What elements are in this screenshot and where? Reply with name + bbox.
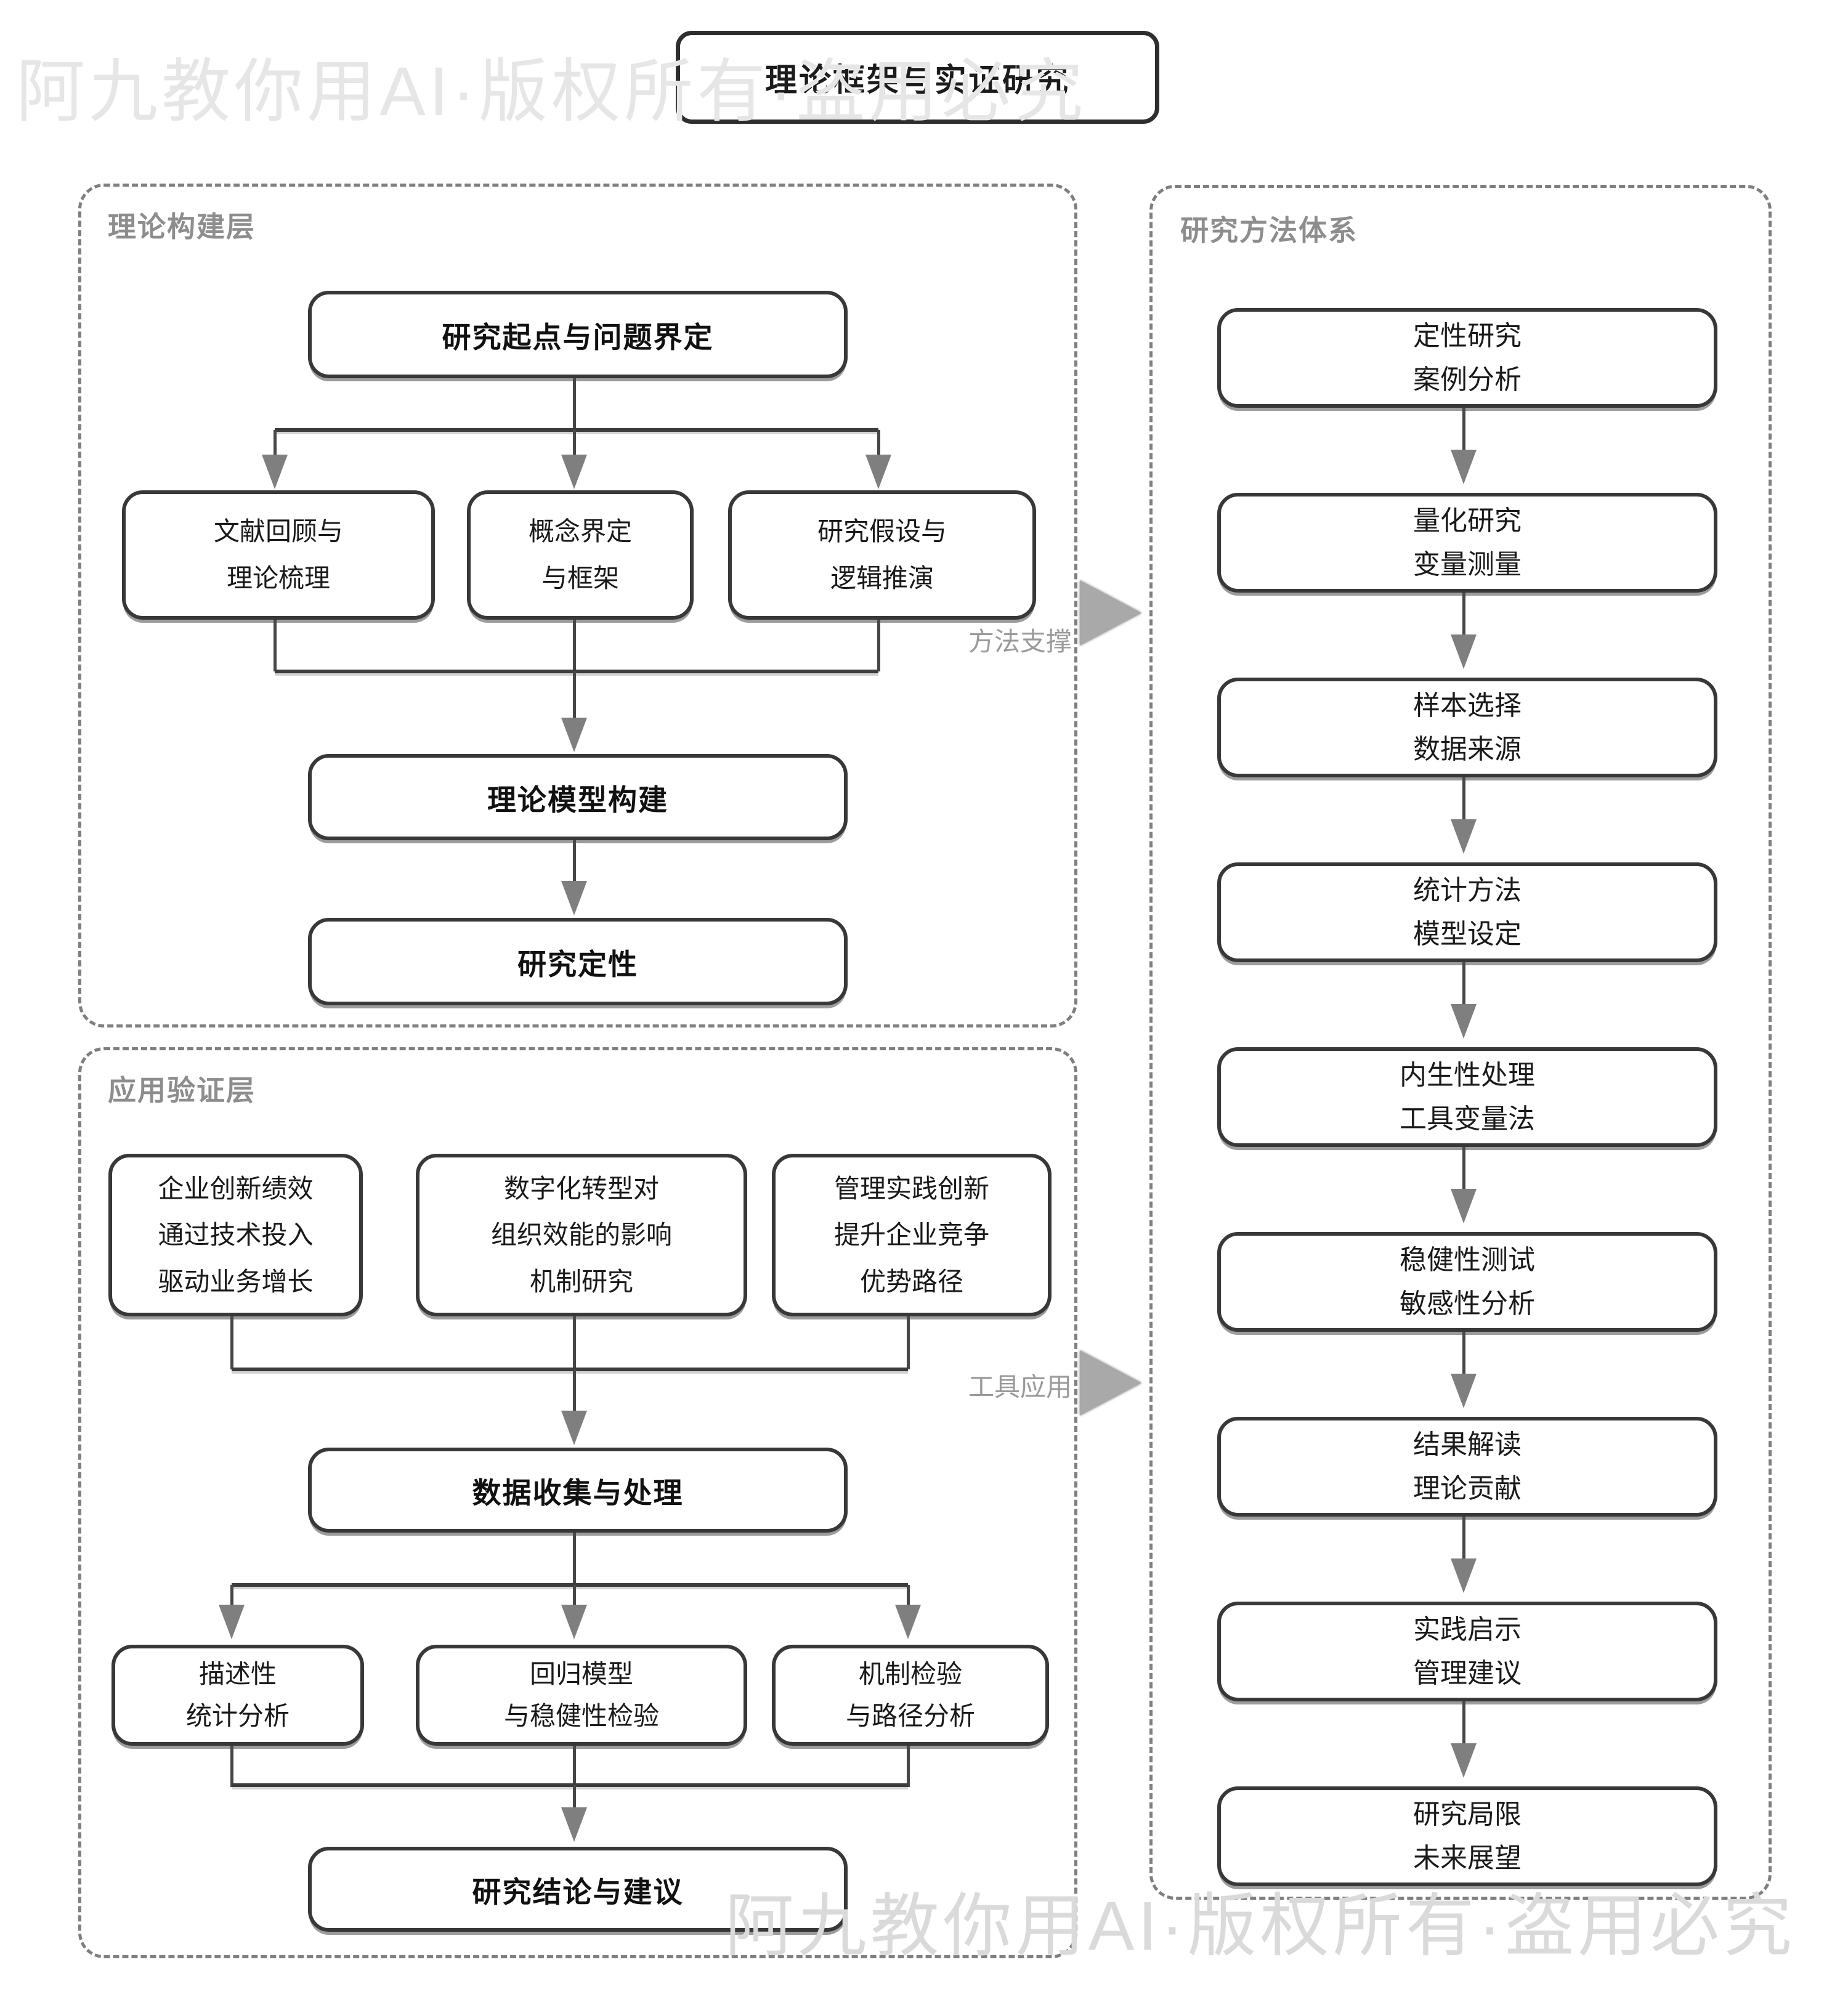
connector-line [573,1369,576,1412]
arrow-down-icon [895,1605,921,1639]
diagram-title: 理论框架与实证研究 [764,63,1070,99]
node-descriptive-stats: 描述性 统计分析 [111,1645,364,1746]
node-method-step-9: 研究局限 未来展望 [1217,1786,1717,1886]
arrow-down-icon [561,1807,587,1842]
connector-line [1462,585,1465,636]
connector-line [573,1738,576,1787]
connector-line [232,1583,908,1587]
diagram-title-box: 理论框架与实证研究 [676,31,1159,124]
section-theory [78,184,1077,1027]
node-method-step-4: 统计方法 模型设定 [1217,862,1717,962]
section-methods-label: 研究方法体系 [1180,214,1358,246]
connector-line [573,612,576,671]
node-method-step-7: 结果解读 理论贡献 [1217,1417,1717,1517]
section-theory-label: 理论构建层 [108,211,256,243]
connector-line [1462,1694,1465,1745]
connector-line [230,1309,233,1369]
connector-line [232,1783,908,1787]
node-case-management: 管理实践创新 提升企业竞争 优势路径 [772,1154,1052,1316]
section-methods [1149,185,1772,1900]
tool-apply-label: 工具应用 [968,1372,1072,1401]
node-research-start: 研究起点与问题界定 [308,291,848,378]
arrow-down-icon [219,1605,245,1639]
method-support-label: 方法支撑 [968,627,1072,656]
arrow-down-icon [1451,1004,1477,1039]
connector-line [275,670,878,673]
node-case-innovation: 企业创新绩效 通过技术投入 驱动业务增长 [108,1154,363,1316]
arrow-down-icon [1451,1374,1477,1408]
connector-line [1462,955,1465,1005]
connector-line [573,371,576,430]
arrow-down-icon [561,1605,587,1639]
arrow-down-icon [561,718,587,752]
arrow-down-icon [1451,634,1477,669]
node-method-step-3: 样本选择 数据来源 [1217,678,1717,777]
connector-line [573,833,576,882]
connector-line [573,671,576,719]
node-conclusion: 研究结论与建议 [308,1847,848,1932]
node-mechanism-test: 机制检验 与路径分析 [772,1645,1049,1746]
section-application [78,1047,1077,1958]
node-concept-definition: 概念界定 与框架 [467,490,694,620]
connector-line [274,612,277,671]
arrow-down-icon [865,455,891,489]
connector-line [1462,1140,1465,1190]
arrow-down-icon [1451,450,1477,484]
connector-line [1462,770,1465,821]
connector-line [877,612,880,671]
arrow-down-icon [1451,819,1477,854]
arrow-down-icon [1451,1558,1477,1593]
connector-line [1462,1509,1465,1560]
connector-line [573,1785,576,1809]
connector-line [877,430,880,456]
arrow-down-icon [561,1411,587,1445]
node-regression-model: 回归模型 与稳健性检验 [416,1645,747,1746]
connector-line [230,1585,233,1606]
connector-line [573,1309,576,1369]
connector-line [907,1309,910,1369]
section-application-label: 应用验证层 [108,1074,256,1106]
connector-line [274,430,277,456]
node-literature-review: 文献回顾与 理论梳理 [122,490,435,620]
arrow-down-icon [1451,1743,1477,1778]
arrow-down-icon [561,881,587,915]
node-method-step-6: 稳健性测试 敏感性分析 [1217,1232,1717,1332]
connector-line [907,1585,910,1606]
connector-line [230,1738,233,1787]
connector-line [275,428,878,432]
node-research-hypothesis: 研究假设与 逻辑推演 [728,490,1036,620]
node-method-step-8: 实践启示 管理建议 [1217,1602,1717,1701]
connector-line [573,1525,576,1585]
arrow-down-icon [262,455,288,489]
arrow-down-icon [561,455,587,489]
node-method-step-5: 内生性处理 工具变量法 [1217,1047,1717,1147]
tool-apply-arrow-icon [1080,1350,1141,1416]
connector-line [1462,1324,1465,1375]
node-data-collection: 数据收集与处理 [308,1448,848,1533]
connector-line [1462,400,1465,451]
node-method-step-2: 量化研究 变量测量 [1217,493,1717,593]
node-research-qualitative: 研究定性 [308,918,848,1005]
connector-line [573,1585,576,1606]
connector-line [907,1738,910,1787]
method-support-arrow-icon [1080,580,1141,646]
node-case-digital: 数字化转型对 组织效能的影响 机制研究 [416,1154,747,1316]
connector-line [573,430,576,456]
connector-line [232,1368,908,1371]
arrow-down-icon [1451,1189,1477,1223]
node-theory-model: 理论模型构建 [308,754,848,840]
node-method-step-1: 定性研究 案例分析 [1217,308,1717,408]
